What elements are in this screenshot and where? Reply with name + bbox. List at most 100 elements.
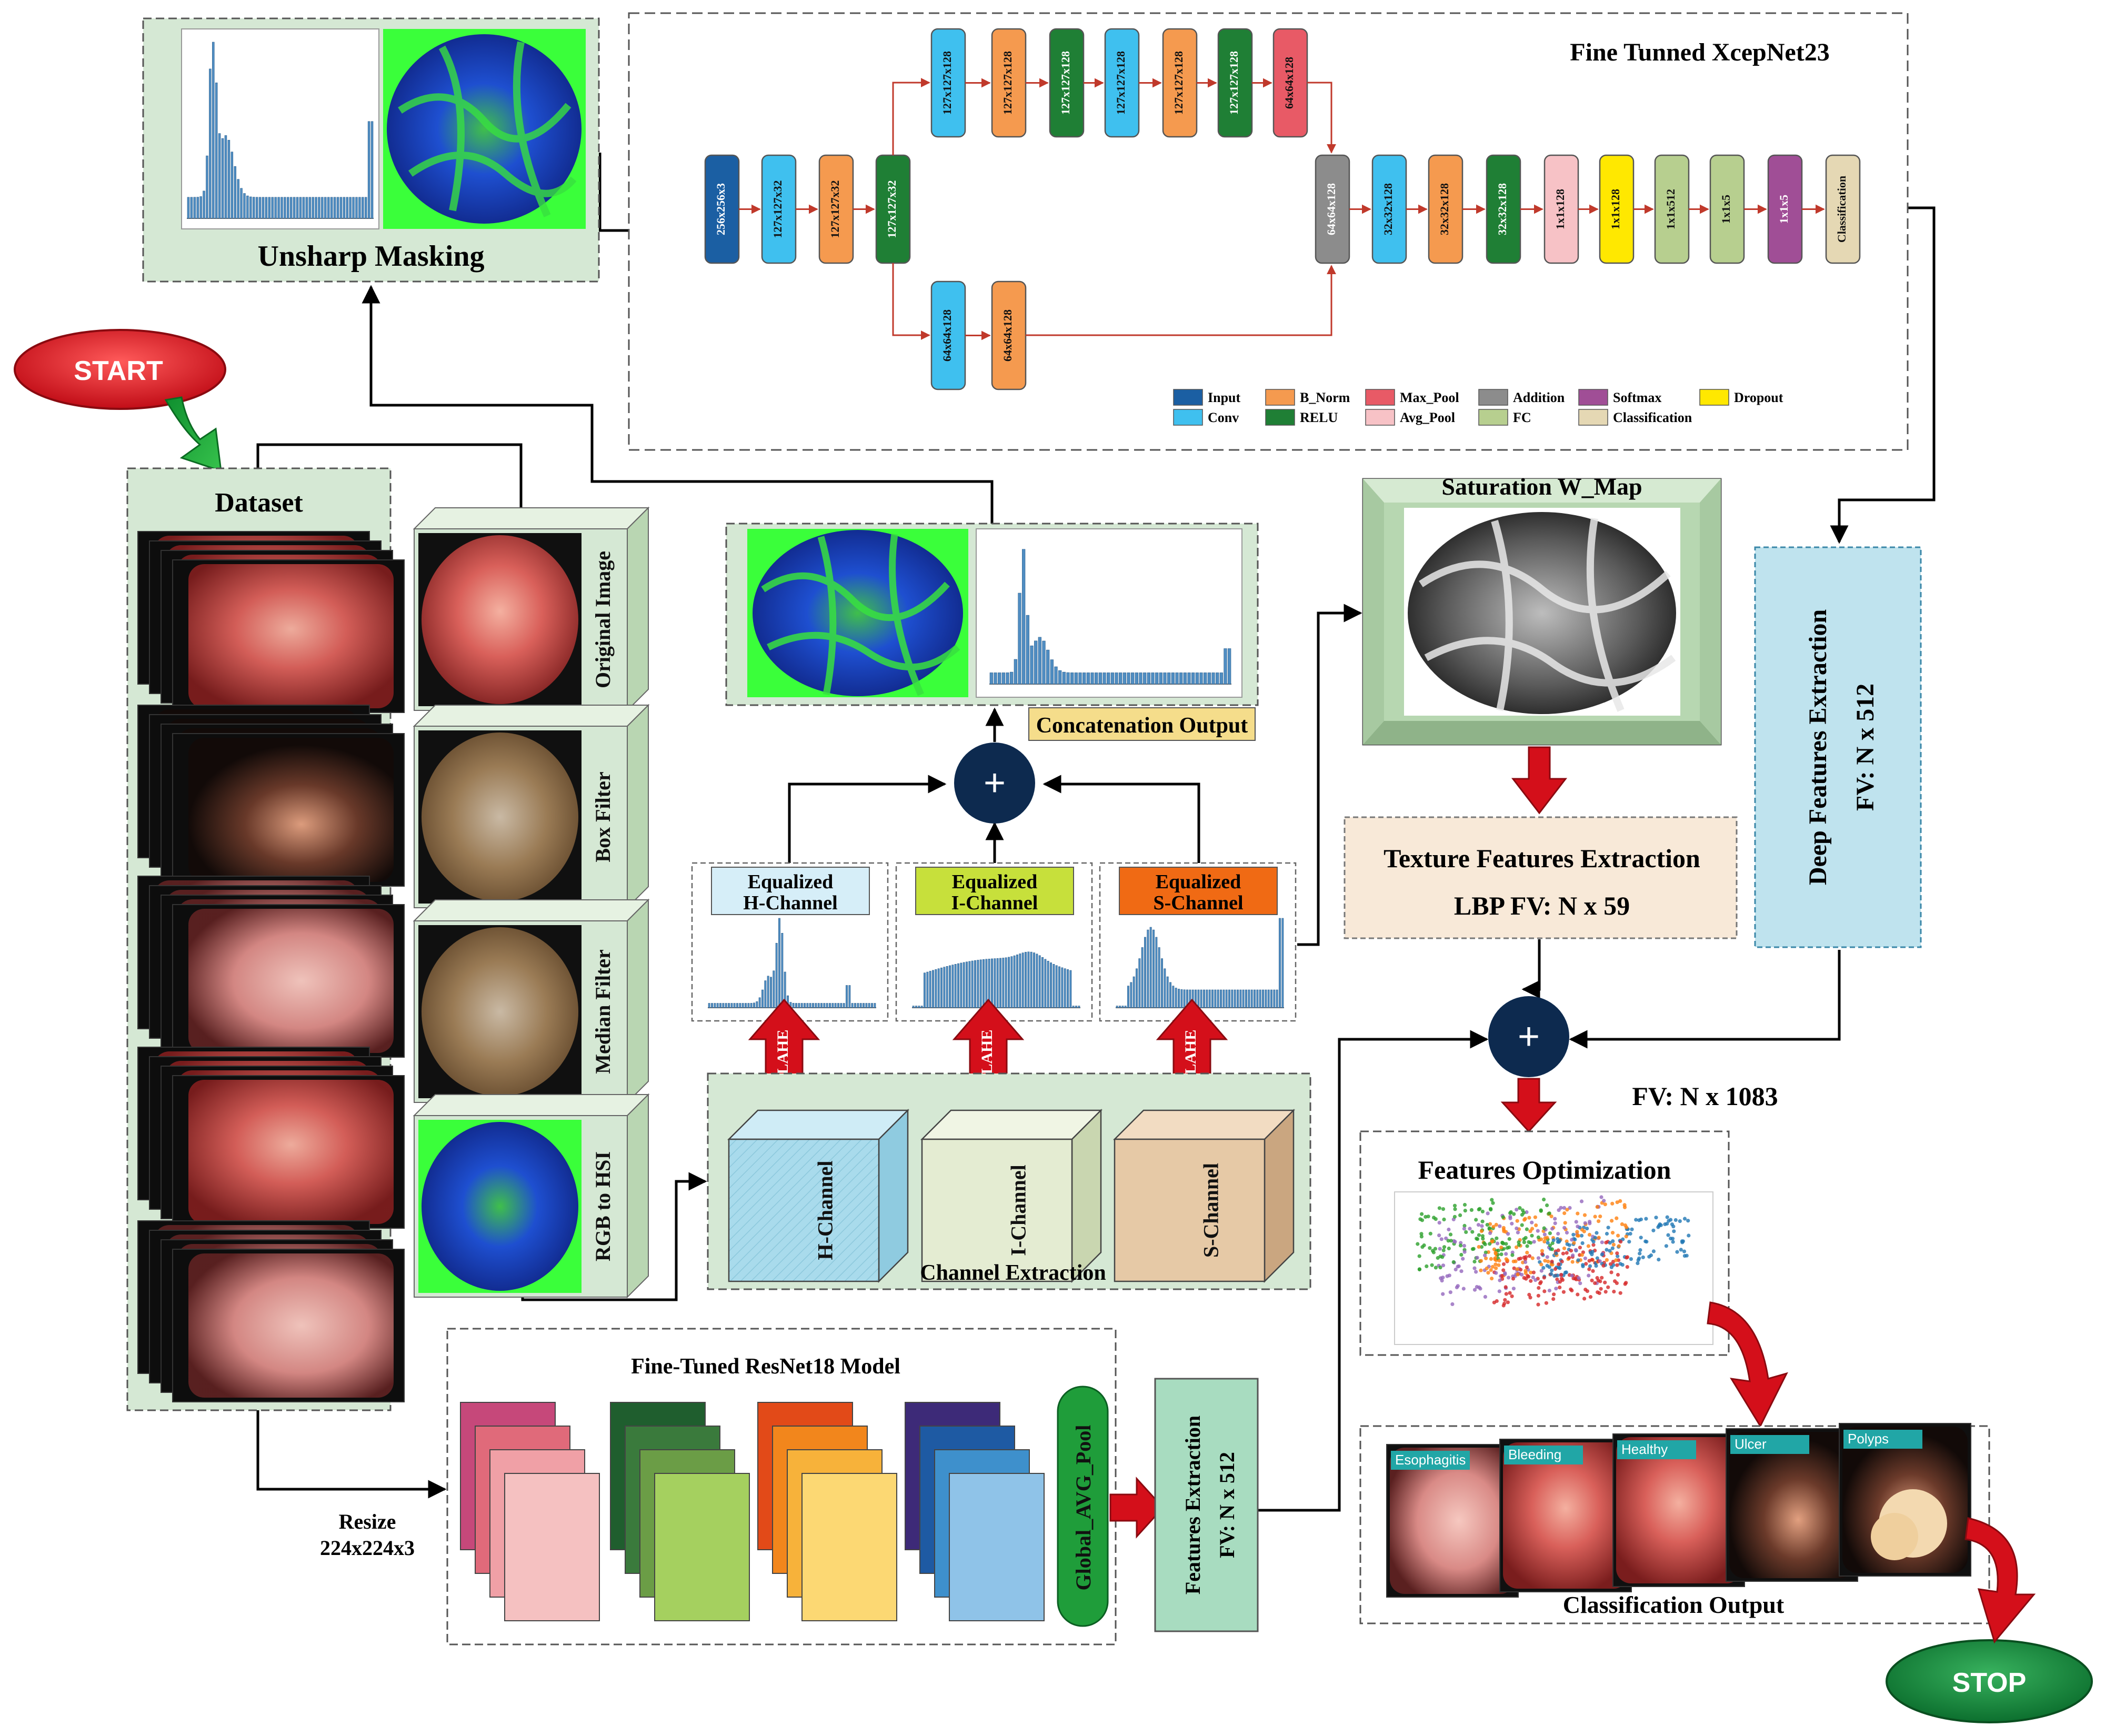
hist-concat-bin (1175, 673, 1179, 685)
scatter-point (1657, 1223, 1661, 1228)
scatter-point (1602, 1199, 1606, 1203)
equalized-h-hist-bin (846, 985, 848, 1008)
scatter-point (1576, 1292, 1580, 1297)
equalized-h-hist-bin (745, 1003, 747, 1008)
scatter-point (1560, 1259, 1564, 1263)
hist-concat-bin (1102, 673, 1106, 685)
class-image (1729, 1432, 1855, 1578)
scatter-point (1550, 1227, 1555, 1231)
scatter-point (1515, 1245, 1519, 1249)
scatter-point (1474, 1218, 1478, 1222)
scatter-point (1464, 1230, 1468, 1234)
equalized-h-hist-bin (764, 980, 767, 1008)
scatter-point (1501, 1262, 1506, 1266)
scatter-point (1600, 1276, 1604, 1280)
scatter-point (1533, 1278, 1538, 1282)
resize-line1: Resize (339, 1510, 396, 1533)
scatter-point (1486, 1211, 1490, 1216)
scatter-point (1484, 1256, 1488, 1260)
hist-concat-bin (1058, 670, 1062, 685)
start-node[interactable]: START (14, 329, 226, 410)
scatter-point (1459, 1269, 1464, 1273)
scatter-point (1609, 1265, 1613, 1269)
hist-unsharp-bin (237, 179, 239, 219)
equalized-h-hist-bin (820, 1003, 823, 1008)
scatter-point (1441, 1263, 1446, 1268)
scatter-point (1588, 1264, 1592, 1268)
concat-image (753, 530, 963, 696)
hist-unsharp-bin (199, 196, 202, 219)
scatter-point (1666, 1233, 1670, 1237)
hist-unsharp-bin (221, 138, 224, 219)
scatter-point (1523, 1257, 1527, 1261)
scatter-point (1609, 1270, 1613, 1275)
scatter-point (1679, 1248, 1683, 1252)
hist-concat-bin (989, 673, 993, 685)
scatter-point (1529, 1270, 1533, 1275)
scatter-point (1547, 1265, 1551, 1269)
scatter-point (1490, 1277, 1494, 1281)
scatter-point (1562, 1206, 1566, 1210)
prep-side-face (627, 1093, 649, 1299)
equalized-i-hist-bin (979, 959, 982, 1008)
stop-label: STOP (1952, 1668, 2027, 1698)
scatter-point (1550, 1247, 1554, 1251)
svg-text:+: + (984, 762, 1006, 804)
hist-unsharp-bin (218, 133, 221, 219)
legend-swatch (1173, 389, 1203, 406)
scatter-point (1536, 1302, 1540, 1307)
equalized-s-hist-bin (1124, 1006, 1127, 1008)
scatter-point (1425, 1264, 1429, 1268)
scatter-point (1611, 1239, 1615, 1243)
hist-concat-bin (1207, 673, 1211, 685)
hist-unsharp-bin (280, 197, 283, 219)
scatter-point (1550, 1241, 1555, 1245)
scatter-point (1510, 1253, 1515, 1257)
scatter-point (1528, 1229, 1532, 1233)
scatter-point (1542, 1276, 1546, 1280)
xcep-top-layer-label-wrap: 127x127x128 (1114, 51, 1127, 115)
equalized-h-hist-bin (778, 918, 780, 1008)
scatter-point (1445, 1274, 1449, 1278)
equalized-h-hist-bin (798, 1003, 800, 1008)
hist-concat-bin (1127, 673, 1130, 685)
scatter-point (1591, 1269, 1595, 1273)
hist-unsharp-bin (330, 197, 333, 219)
hist-concat-bin (1098, 673, 1102, 685)
hist-concat-bin (1131, 673, 1135, 685)
equalized-i-hist-bin (912, 1006, 915, 1008)
red-arrow-saturation (1511, 746, 1568, 815)
hist-unsharp-bin (187, 197, 190, 219)
scatter-point (1456, 1265, 1460, 1269)
stop-node[interactable]: STOP (1886, 1639, 2093, 1723)
hist-unsharp-bin (296, 197, 299, 219)
equalized-i-hist-bin (1061, 967, 1064, 1008)
scatter-point (1507, 1237, 1511, 1241)
scatter-point (1555, 1277, 1559, 1281)
xcep-post-layer-label: 32x32x128 (1381, 183, 1395, 235)
scatter-point (1556, 1248, 1560, 1252)
hist-unsharp-bin (249, 196, 252, 219)
scatter-point (1439, 1237, 1444, 1241)
equalized-h-hist-bin (750, 1003, 753, 1008)
scatter-point (1519, 1268, 1523, 1272)
scatter-point (1477, 1245, 1481, 1249)
equalized-i-hist-bin (1016, 955, 1018, 1008)
scatter-point (1598, 1215, 1602, 1219)
scatter-point (1615, 1200, 1619, 1205)
scatter-point (1545, 1203, 1549, 1208)
equalized-h-hist-bin (730, 1003, 733, 1008)
scatter-point (1449, 1239, 1453, 1243)
scatter-point (1496, 1241, 1500, 1246)
scatter-point (1437, 1233, 1441, 1238)
scatter-point (1665, 1215, 1669, 1219)
scatter-point (1420, 1245, 1425, 1249)
scatter-point (1501, 1215, 1505, 1219)
channel-label-s: S-Channel (1199, 1163, 1223, 1258)
equalized-i-hist-bin (1044, 959, 1047, 1008)
equalized-h-line1: Equalized (748, 871, 834, 893)
dataset-panel: Dataset (126, 467, 405, 1411)
equalized-i-hist-bin (926, 971, 929, 1008)
scatter-point (1490, 1198, 1494, 1202)
scatter-point (1461, 1287, 1466, 1291)
